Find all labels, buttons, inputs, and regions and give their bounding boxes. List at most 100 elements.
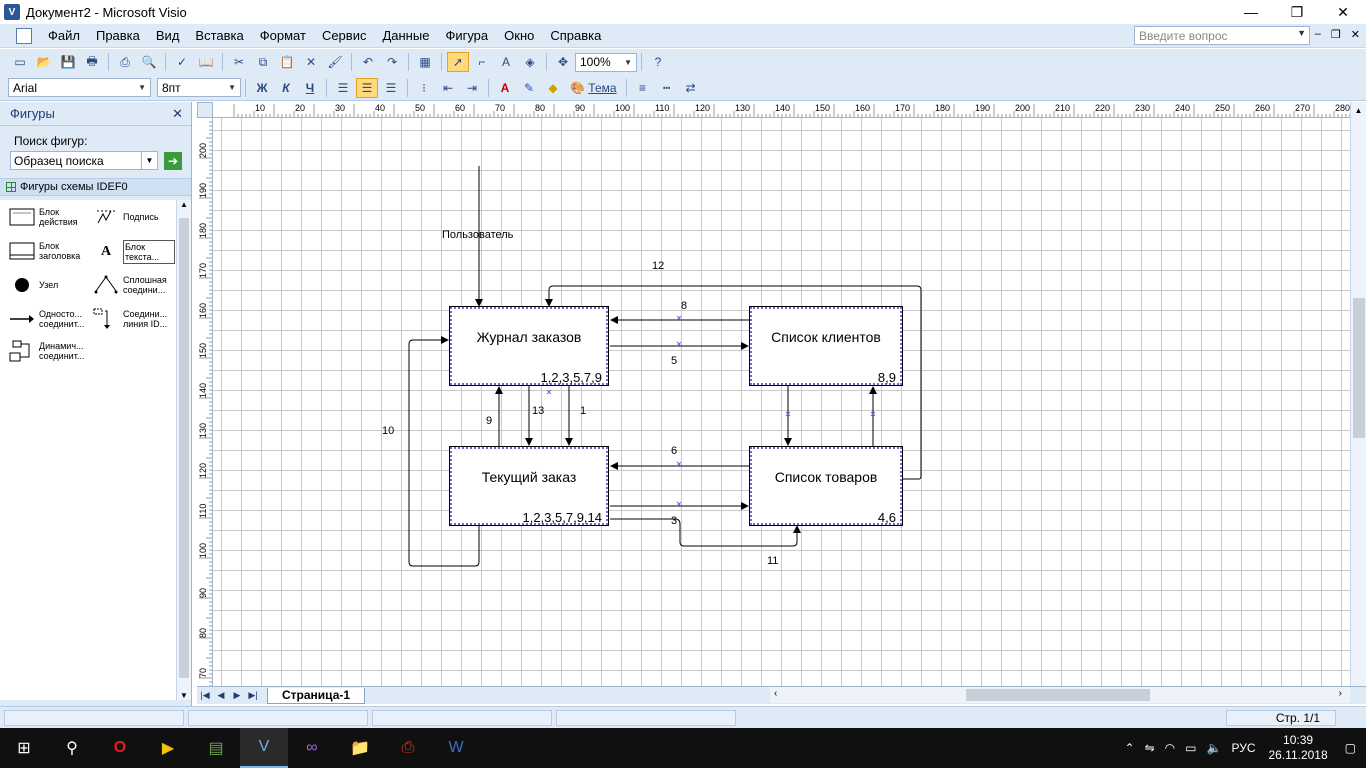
vertical-scrollbar[interactable]: ▲ [1350,102,1366,686]
pointer-tool-icon[interactable]: ➚ [447,52,469,72]
block-goods-list[interactable]: Список товаров 4,6 [749,446,903,526]
document-icon[interactable] [16,27,32,44]
search-go-button[interactable]: ➔ [164,151,182,170]
stencil-scrollbar[interactable]: ▲ ▼ [176,200,191,700]
spelling-icon[interactable]: ✓ [176,55,188,69]
drawing-canvas[interactable]: Журнал заказов 1,2,3,5,7,9 Список клиент… [213,118,1350,686]
menu-format[interactable]: Формат [259,28,306,43]
align-center-icon[interactable]: ☰ [356,77,378,98]
first-page-icon[interactable]: |◀ [200,690,210,700]
shape-signature[interactable]: Подпись [92,206,175,228]
copy-icon[interactable]: ⧉ [258,54,268,69]
connector-12[interactable] [545,285,922,480]
preview-icon[interactable]: 🔍 [141,55,157,69]
player-icon[interactable]: ▶ [161,740,175,757]
language-indicator[interactable]: РУС [1231,741,1256,755]
label-5[interactable]: 5 [671,355,678,367]
doc-close-icon[interactable]: ✕ [1350,29,1360,41]
help-search-input[interactable]: Введите вопрос [1134,26,1310,45]
increase-indent-icon[interactable]: ⇥ [466,80,478,95]
font-color-icon[interactable]: A [500,80,510,95]
menu-edit[interactable]: Правка [95,28,140,43]
menu-insert[interactable]: Вставка [195,28,244,43]
scroll-up-icon[interactable]: ▲ [1354,106,1363,115]
fill-color-icon[interactable]: ◆ [548,80,558,95]
decrease-indent-icon[interactable]: ⇤ [442,80,454,95]
menu-view[interactable]: Вид [155,28,180,43]
shape-one-way-connector[interactable]: Односто... соединит... [8,308,91,330]
font-size-select[interactable]: 8пт▼ [157,78,241,97]
label-8[interactable]: 8 [681,300,688,312]
pdf-icon[interactable]: ⎙ [401,739,415,756]
scroll-up-icon[interactable]: ▲ [180,200,188,209]
minimize-button[interactable]: — [1244,4,1258,20]
shape-dynamic-connector[interactable]: Динамич... соединит... [8,340,91,362]
connector-10[interactable] [408,336,480,567]
undo-icon[interactable]: ↶ [362,55,374,69]
network-icon[interactable]: ⇋ [1144,741,1155,755]
label-6[interactable]: 6 [671,445,678,457]
shape-node[interactable]: Узел [8,274,91,296]
font-select[interactable]: Arial▼ [8,78,151,97]
tab-page-1[interactable]: Страница-1 [267,687,366,704]
next-page-icon[interactable]: ▶ [233,690,241,700]
paste-icon[interactable]: 📋 [279,55,295,69]
line-ends-icon[interactable]: ⇄ [685,80,696,95]
close-icon[interactable]: ✕ [172,105,183,121]
shapes-window-icon[interactable]: ▦ [419,55,431,69]
maximize-button[interactable]: ❐ [1290,3,1304,20]
block-order-journal[interactable]: Журнал заказов 1,2,3,5,7,9 [449,306,609,386]
shape-idef-connector[interactable]: Соедини... линия ID... [92,308,175,330]
prev-page-icon[interactable]: ◀ [217,690,225,700]
print-icon[interactable]: ⎙ [120,54,130,69]
research-icon[interactable]: 📖 [198,55,214,69]
line-pattern-icon[interactable]: ┅ [662,80,671,95]
scroll-thumb[interactable] [1353,298,1365,438]
monitor-icon[interactable]: ▭ [1185,741,1197,755]
scroll-down-icon[interactable]: ▼ [180,691,188,700]
align-left-icon[interactable]: ☰ [337,80,349,95]
label-11[interactable]: 11 [767,555,779,567]
chevron-down-icon[interactable]: ▼ [1297,28,1306,38]
doc-restore-icon[interactable]: ❐ [1330,29,1341,41]
scroll-thumb[interactable] [179,218,189,678]
stencil-header[interactable]: Фигуры схемы IDEF0 [0,178,191,196]
scroll-left-icon[interactable]: ‹ [774,688,778,699]
print-preview-icon[interactable]: 🖶 [86,53,98,68]
clock[interactable]: 10:39 26.11.2018 [1268,733,1327,763]
visio-taskbar-icon[interactable]: V [240,728,288,768]
connector-tool-icon[interactable]: ⌐ [478,55,486,69]
bold-button[interactable]: Ж [256,80,268,95]
visual-studio-icon[interactable]: ∞ [306,739,318,756]
start-icon[interactable]: ⊞ [17,740,31,757]
volume-icon[interactable]: 🔈 [1206,741,1222,755]
label-10[interactable]: 10 [382,425,395,437]
chevron-down-icon[interactable]: ▼ [141,152,157,169]
menu-help[interactable]: Справка [550,28,602,43]
redo-icon[interactable]: ↷ [386,55,398,69]
wifi-icon[interactable]: ◠ [1164,741,1176,755]
menu-data[interactable]: Данные [382,28,430,43]
theme-button[interactable]: 🎨 Тема [566,78,621,98]
opera-icon[interactable]: O [113,739,127,756]
scroll-right-icon[interactable]: › [1338,688,1342,699]
file-explorer-icon[interactable]: 📁 [350,740,370,757]
label-12[interactable]: 12 [652,260,665,272]
menu-window[interactable]: Окно [504,28,535,43]
label-3[interactable]: 3 [671,515,678,527]
chevron-up-icon[interactable]: ⌃ [1124,741,1135,755]
menu-file[interactable]: Файл [48,28,80,43]
italic-button[interactable]: К [282,80,290,95]
label-user[interactable]: Пользователь [442,229,514,241]
cut-icon[interactable]: ✂ [233,55,245,69]
line-color-icon[interactable]: ✎ [523,80,535,95]
word-icon[interactable]: W [448,739,464,756]
new-icon[interactable]: ▭ [14,55,26,69]
shape-search-input[interactable]: Образец поиска ▼ [10,151,158,170]
shape-title-block[interactable]: Блок заголовка [8,240,91,262]
shape-activity-box[interactable]: Блок действия [8,206,91,228]
doc-minimize-icon[interactable]: – [1314,28,1321,40]
project-icon[interactable]: ▤ [208,740,224,757]
